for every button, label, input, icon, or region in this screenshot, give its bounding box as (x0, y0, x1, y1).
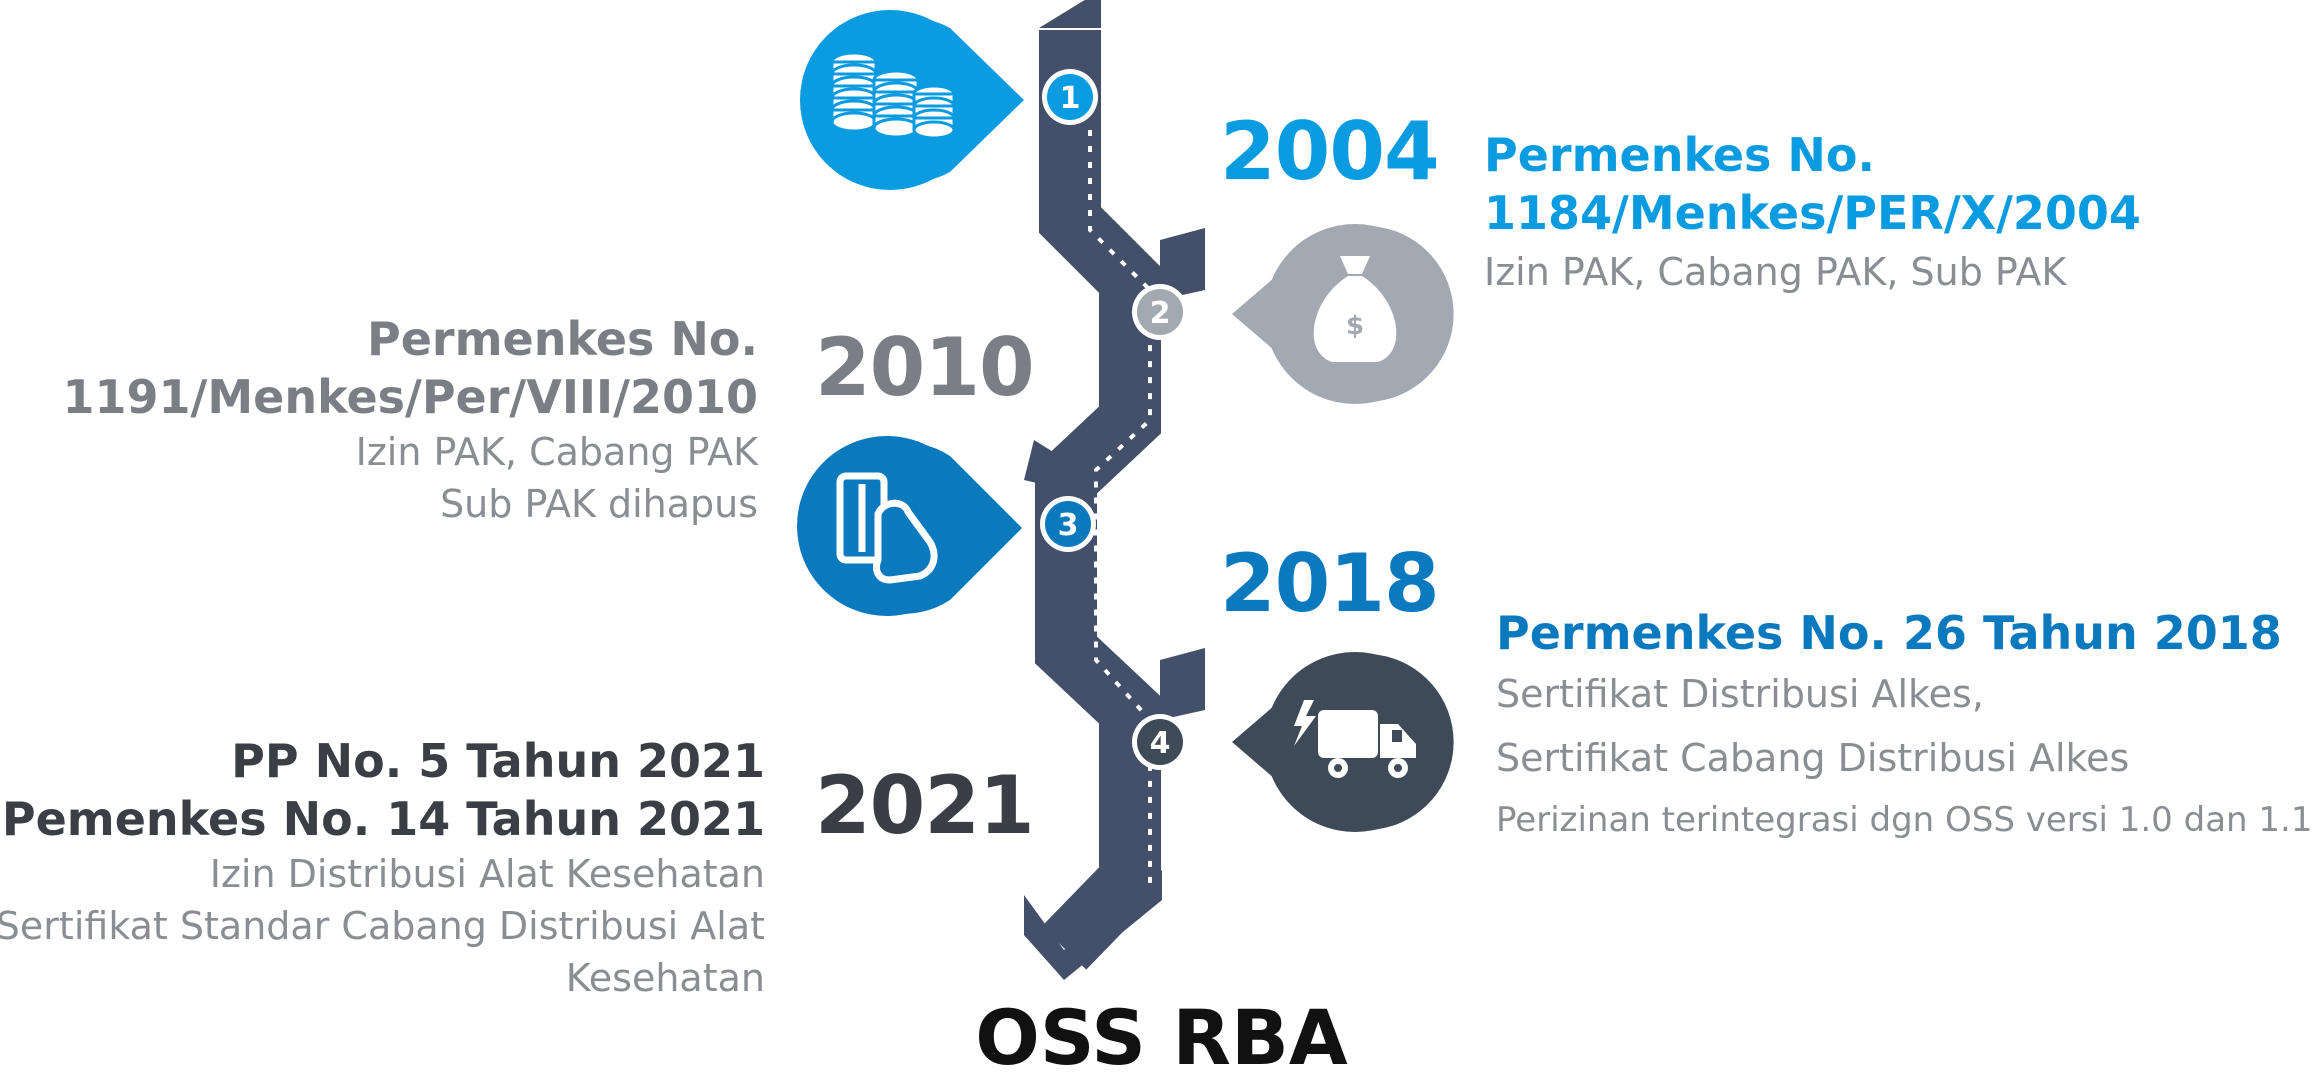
milestone-2-text: Permenkes No. 1191/Menkes/Per/VIII/2010 … (63, 310, 758, 530)
milestone-3-title-line-1: Permenkes No. 26 Tahun 2018 (1496, 606, 2282, 660)
step-marker-4: 4 (1132, 714, 1188, 770)
milestone-4-desc-line-2: Sertifikat Standar Cabang Distribusi Ala… (0, 904, 765, 948)
road-notch-2 (1160, 228, 1205, 300)
year-2021: 2021 (815, 759, 1035, 852)
milestone-2-title-line-2: 1191/Menkes/Per/VIII/2010 (62, 370, 758, 424)
milestone-4-desc-line-1: Izin Distribusi Alat Kesehatan (209, 852, 765, 896)
year-2004: 2004 (1220, 105, 1440, 198)
step-number-3: 3 (1058, 508, 1079, 543)
milestone-2-desc-line-1: Izin PAK, Cabang PAK (355, 430, 758, 474)
step-number-2: 2 (1150, 296, 1171, 331)
coins-icon (830, 51, 956, 140)
step-marker-2: 2 (1132, 284, 1188, 340)
icon-bubble-2: $ (1232, 224, 1454, 404)
step-marker-1: 1 (1042, 69, 1098, 125)
milestone-4-desc-line-3: Kesehatan (565, 956, 765, 1000)
step-number-1: 1 (1060, 81, 1081, 116)
step-marker-3: 3 (1040, 496, 1096, 552)
milestone-4-title-line-2: Pemenkes No. 14 Tahun 2021 (1, 792, 765, 846)
milestone-2-desc-line-2: Sub PAK dihapus (440, 482, 758, 526)
icon-bubble-1 (800, 10, 1024, 190)
milestone-2-title-line-1: Permenkes No. (367, 312, 758, 366)
milestone-3-desc-line-2: Sertifikat Cabang Distribusi Alkes (1496, 736, 2130, 780)
oss-rba-label: OSS RBA (975, 993, 1348, 1082)
road-arrow-top (1039, 0, 1101, 28)
milestone-1-title-line-2: 1184/Menkes/PER/X/2004 (1484, 186, 2141, 240)
delivery-truck-icon (1294, 700, 1416, 778)
milestone-4-text: PP No. 5 Tahun 2021 Pemenkes No. 14 Tahu… (0, 732, 765, 1004)
hand-card-icon (836, 472, 938, 584)
milestone-4-title-line-1: PP No. 5 Tahun 2021 (231, 734, 765, 788)
road-dotted-line (1088, 130, 1152, 890)
milestone-3-desc-line-3: Perizinan terintegrasi dgn OSS versi 1.0… (1496, 800, 2313, 840)
money-bag-icon: $ (1313, 256, 1397, 362)
year-2018: 2018 (1220, 537, 1440, 630)
milestone-1-text: Permenkes No. 1184/Menkes/PER/X/2004 Izi… (1484, 126, 2141, 298)
milestone-3-desc-line-1: Sertifikat Distribusi Alkes, (1496, 672, 1984, 716)
road-notch-3 (1024, 440, 1066, 490)
step-number-4: 4 (1150, 726, 1171, 761)
road-notch-4 (1160, 648, 1205, 720)
icon-bubble-3 (797, 436, 1022, 616)
svg-text:$: $ (1346, 311, 1364, 341)
milestone-1-title-line-1: Permenkes No. (1484, 128, 1875, 182)
year-2010: 2010 (815, 321, 1035, 414)
timeline-road-body (1035, 30, 1161, 970)
road-arrow-bottom (1024, 870, 1162, 980)
milestone-3-text: Permenkes No. 26 Tahun 2018 Sertifikat D… (1496, 604, 2312, 846)
milestone-1-desc-line-1: Izin PAK, Cabang PAK, Sub PAK (1484, 250, 2067, 294)
icon-bubble-4 (1232, 652, 1454, 832)
